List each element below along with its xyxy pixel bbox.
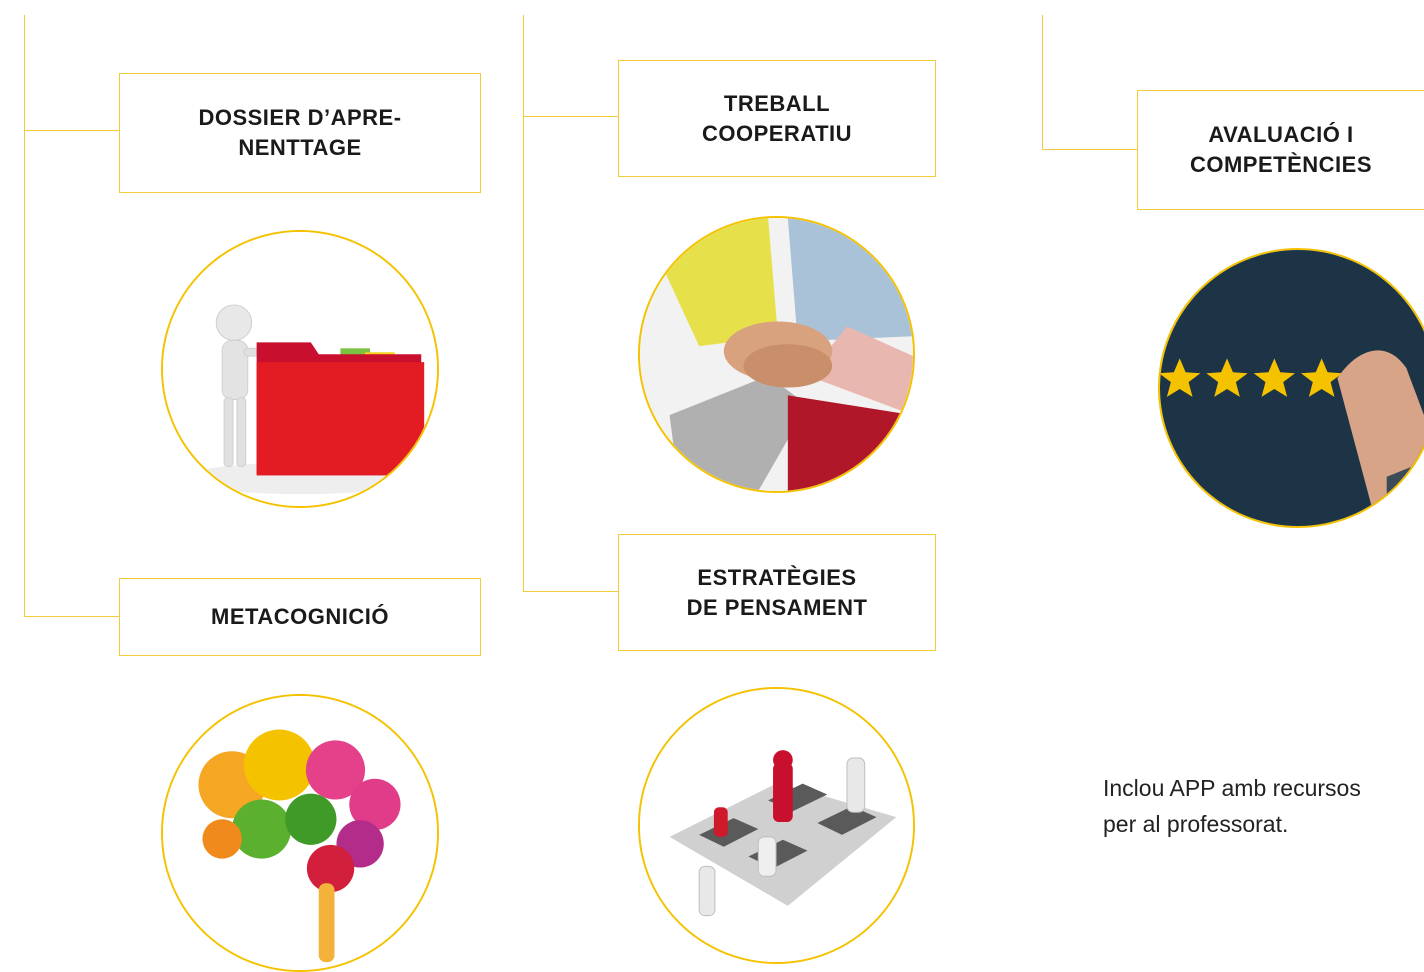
card-metacognicio-text: METACOGNICIÓ (211, 604, 389, 629)
card-metacognicio-label: METACOGNICIÓ (119, 578, 481, 656)
card-estrategies-label: ESTRATÈGIES DE PENSAMENT (618, 534, 936, 651)
chess-icon (638, 687, 915, 964)
connector-middle-branch-1 (523, 116, 619, 117)
card-treball-text: TREBALL COOPERATIU (701, 90, 853, 146)
connector-left-branch-1 (24, 130, 120, 131)
card-dossier-label: DOSSIER D’APRE- NENTTAGE (119, 73, 481, 193)
app-resources-note: Inclou APP amb recursos per al professor… (1103, 775, 1361, 837)
gear-brain-icon (161, 694, 439, 972)
folder-figure-icon (161, 230, 439, 508)
card-dossier-text: DOSSIER D’APRE- NENTTAGE (198, 105, 402, 160)
connector-left-vertical (24, 15, 25, 617)
card-estrategies-text: ESTRATÈGIES DE PENSAMENT (686, 564, 868, 620)
card-avaluacio-text: AVALUACIÓ I COMPETÈNCIES (1189, 122, 1373, 177)
connector-right-vertical (1042, 15, 1043, 150)
rating-stars-icon (1158, 248, 1424, 528)
card-treball-label: TREBALL COOPERATIU (618, 60, 936, 177)
card-avaluacio-label: AVALUACIÓ I COMPETÈNCIES (1137, 90, 1424, 210)
connector-right-branch (1042, 149, 1138, 150)
connector-middle-vertical (523, 15, 524, 592)
connector-left-branch-2 (24, 616, 120, 617)
connector-middle-branch-2 (523, 591, 619, 592)
stacked-hands-icon (638, 216, 915, 493)
